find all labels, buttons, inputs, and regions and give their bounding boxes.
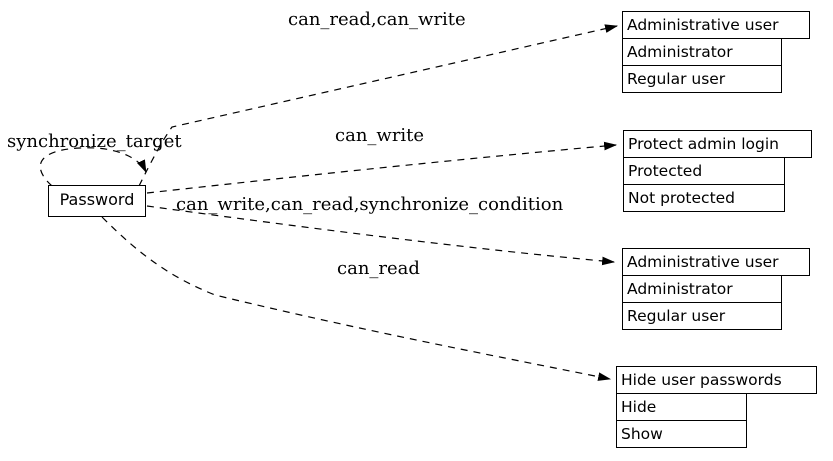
- edge-can-read-can-write: [138, 24, 619, 187]
- table-row: Protected: [623, 157, 785, 185]
- edge-can-read: [101, 216, 612, 381]
- table-administrative-user-bottom: Administrative user Administrator Regula…: [622, 248, 810, 330]
- table-header: Protect admin login: [623, 130, 812, 158]
- edge-label-synchronize-target: synchronize_target: [7, 131, 182, 152]
- edge-label-can-write-can-read-sync-condition: can_write,can_read,synchronize_condition: [176, 194, 564, 215]
- table-administrative-user-top: Administrative user Administrator Regula…: [622, 11, 810, 93]
- table-row: Hide: [616, 393, 747, 421]
- table-row: Not protected: [623, 184, 785, 212]
- table-header: Administrative user: [622, 248, 810, 276]
- table-row: Regular user: [622, 302, 782, 330]
- table-protect-admin-login: Protect admin login Protected Not protec…: [623, 130, 812, 212]
- table-hide-user-passwords: Hide user passwords Hide Show: [616, 366, 817, 448]
- table-row: Regular user: [622, 65, 782, 93]
- edge-can-write-can-read-sync-condition: [146, 205, 616, 266]
- edge-synchronize-target-self-loop: [39, 147, 147, 187]
- table-row: Show: [616, 420, 747, 448]
- table-row: Administrator: [622, 38, 782, 66]
- edge-label-can-read: can_read: [337, 258, 420, 279]
- table-header: Administrative user: [622, 11, 810, 39]
- table-row: Administrator: [622, 275, 782, 303]
- edge-label-can-write: can_write: [335, 125, 425, 146]
- edge-can-write: [146, 141, 618, 194]
- node-password: Password: [48, 185, 146, 217]
- table-header: Hide user passwords: [616, 366, 817, 394]
- edge-label-can-read-can-write: can_read,can_write: [288, 9, 466, 30]
